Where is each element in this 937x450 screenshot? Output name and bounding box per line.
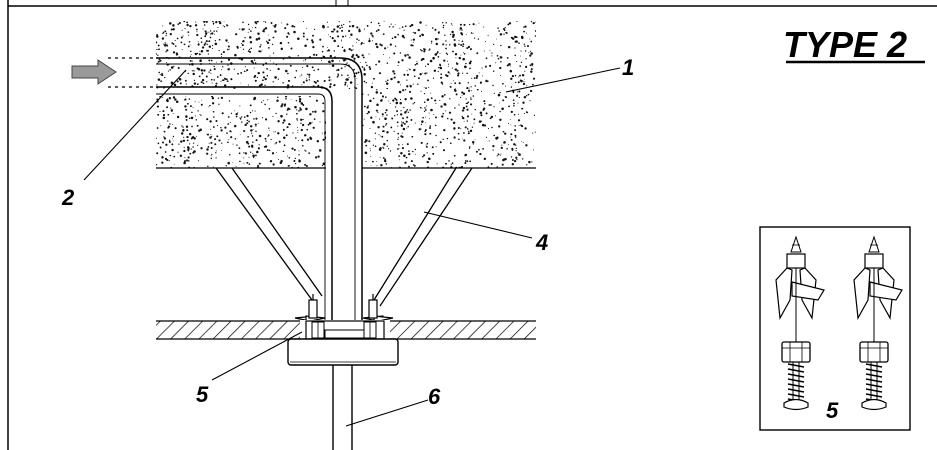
leader-lines <box>83 67 621 427</box>
suspended-ceiling-board <box>156 320 536 340</box>
callout-6: 6 <box>428 384 441 409</box>
air-inlet-arrow-icon <box>71 59 117 85</box>
callout-2: 2 <box>61 185 75 210</box>
page-frame <box>7 0 937 450</box>
callout-1: 1 <box>622 55 634 80</box>
anchor-detail-inset: 5 <box>759 226 911 431</box>
mounting-plate <box>287 338 399 366</box>
callout-4: 4 <box>535 230 548 255</box>
pendant-rod <box>332 365 353 450</box>
callout-5: 5 <box>196 382 209 407</box>
l-shaped-duct <box>156 57 363 330</box>
anchor-bolt-right <box>362 294 394 323</box>
inset-callout-5: 5 <box>826 398 839 423</box>
concrete-slab <box>156 21 536 169</box>
suspension-rods <box>215 167 473 307</box>
toggle-bolt-icon <box>853 235 903 411</box>
toggle-bolt-icon <box>775 235 825 411</box>
diagram-title: TYPE 2 <box>783 24 907 65</box>
duct-dotted-entry <box>108 57 156 88</box>
